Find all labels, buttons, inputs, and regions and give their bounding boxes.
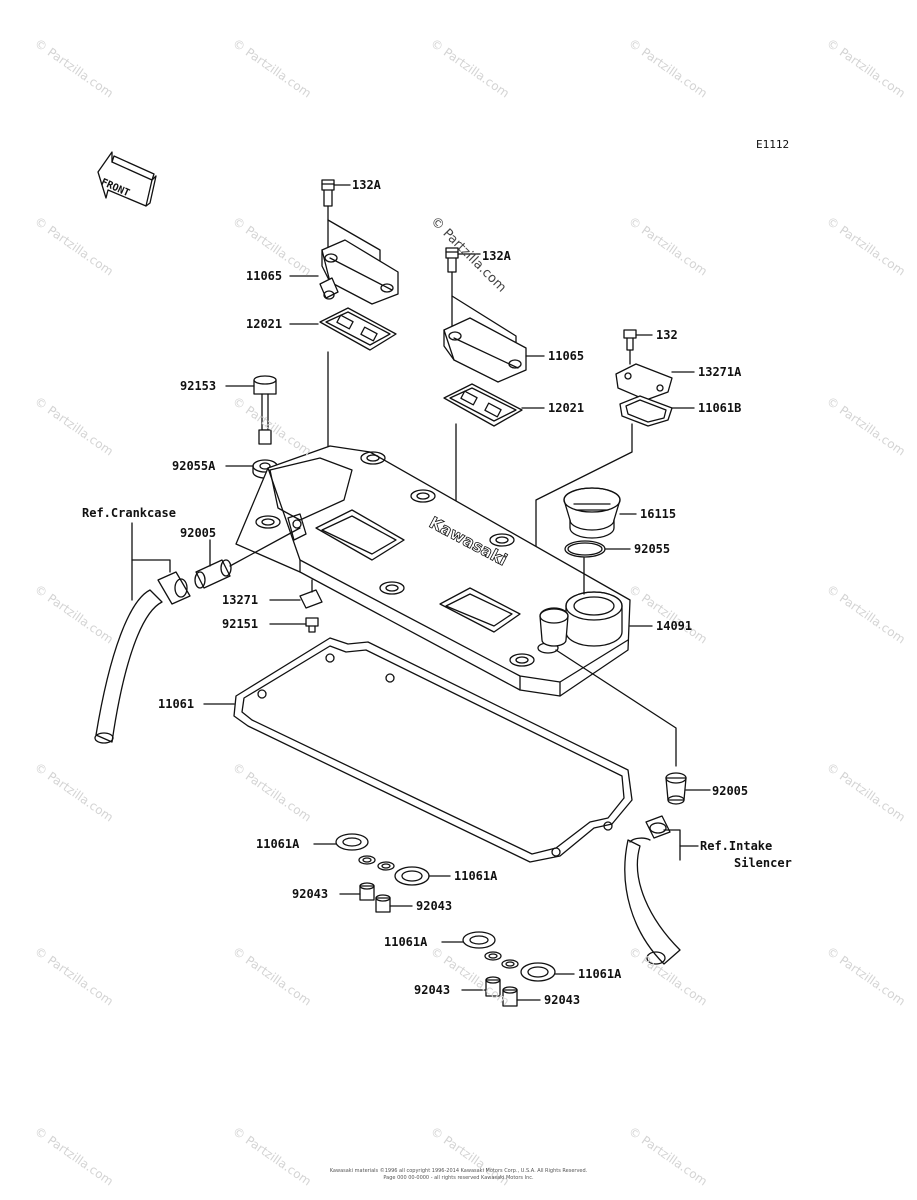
part-label-92055a[interactable]: 92055A bbox=[172, 459, 216, 473]
part-label-92043[interactable]: 92043 bbox=[414, 983, 451, 997]
copyright-footer: Kawasaki materials ©1996 all copyright 1… bbox=[329, 1168, 588, 1174]
part-label-13271a[interactable]: 13271A bbox=[698, 365, 742, 379]
breather-hose-left-icon bbox=[94, 571, 191, 744]
part-label-16115[interactable]: 16115 bbox=[640, 507, 677, 521]
part-label-11061a[interactable]: 11061A bbox=[384, 935, 428, 949]
part-label-11061a[interactable]: 11061A bbox=[454, 869, 498, 883]
part-label-92043[interactable]: 92043 bbox=[416, 899, 453, 913]
o-ring-92055-icon bbox=[564, 540, 606, 558]
ref-intake-label: Ref.Intake bbox=[700, 839, 773, 853]
bolt-92151-icon bbox=[305, 617, 319, 633]
seal-11061a-4-icon bbox=[520, 962, 556, 982]
gasket-12021-right-icon bbox=[443, 383, 523, 427]
part-label-92151[interactable]: 92151 bbox=[222, 617, 259, 631]
part-label-11061a[interactable]: 11061A bbox=[256, 837, 300, 851]
part-label-92005[interactable]: 92005 bbox=[180, 526, 217, 540]
part-label-12021[interactable]: 12021 bbox=[246, 317, 283, 331]
part-label-92043[interactable]: 92043 bbox=[544, 993, 581, 1007]
seal-11061a-2-icon bbox=[394, 866, 430, 886]
gasket-11061b-icon bbox=[619, 395, 673, 427]
part-label-132a[interactable]: 132A bbox=[352, 178, 381, 192]
collar-92043-3-icon bbox=[485, 976, 501, 997]
copyright-footer-2: Page 000 00-0000 - all rights reserved K… bbox=[383, 1175, 534, 1181]
part-label-92005[interactable]: 92005 bbox=[712, 784, 749, 798]
washer-3-icon bbox=[484, 951, 502, 961]
bolt-132-icon bbox=[623, 329, 637, 351]
part-label-11065[interactable]: 11065 bbox=[548, 349, 585, 363]
ref-crankcase-label: Ref.Crankcase bbox=[82, 506, 176, 520]
seal-11061a-3-icon bbox=[462, 931, 496, 949]
washer-2-icon bbox=[377, 861, 395, 871]
oil-filler-cap-16115-icon bbox=[563, 487, 621, 539]
fitting-92005-right-icon bbox=[665, 772, 687, 805]
gasket-11061-icon bbox=[233, 637, 633, 863]
part-label-92055[interactable]: 92055 bbox=[634, 542, 671, 556]
part-label-12021[interactable]: 12021 bbox=[548, 401, 585, 415]
collar-92043-4-icon bbox=[502, 986, 518, 1007]
breather-hose-right-icon bbox=[624, 815, 681, 965]
cylinder-head-cover-14091-icon bbox=[235, 445, 631, 697]
part-label-92153[interactable]: 92153 bbox=[180, 379, 217, 393]
washer-4-icon bbox=[501, 959, 519, 969]
collar-92043-2-icon bbox=[375, 894, 391, 913]
front-arrow-icon bbox=[97, 151, 157, 207]
part-label-92043[interactable]: 92043 bbox=[292, 887, 329, 901]
gasket-12021-left-icon bbox=[319, 307, 397, 351]
fitting-92005-left-icon bbox=[194, 559, 232, 589]
seal-11061a-1-icon bbox=[335, 833, 369, 851]
plate-13271a-icon bbox=[615, 363, 673, 401]
ref-intake-label-2: Silencer bbox=[734, 856, 792, 870]
part-label-132a[interactable]: 132A bbox=[482, 249, 511, 263]
cover-11065-left-icon bbox=[319, 239, 399, 305]
part-label-13271[interactable]: 13271 bbox=[222, 593, 259, 607]
part-label-11061[interactable]: 11061 bbox=[158, 697, 195, 711]
part-label-11065[interactable]: 11065 bbox=[246, 269, 283, 283]
part-label-14091[interactable]: 14091 bbox=[656, 619, 693, 633]
part-label-132[interactable]: 132 bbox=[656, 328, 678, 342]
washer-1-icon bbox=[358, 855, 376, 865]
part-label-11061b[interactable]: 11061B bbox=[698, 401, 742, 415]
clip-13271-icon bbox=[299, 579, 323, 609]
collar-92043-1-icon bbox=[359, 882, 375, 901]
cover-11065-right-icon bbox=[443, 317, 527, 383]
bolt-92153-icon bbox=[253, 375, 277, 445]
bolt-132a-left-icon bbox=[321, 179, 335, 207]
part-label-11061a[interactable]: 11061A bbox=[578, 967, 622, 981]
diagram-code: E1112 bbox=[756, 138, 790, 151]
